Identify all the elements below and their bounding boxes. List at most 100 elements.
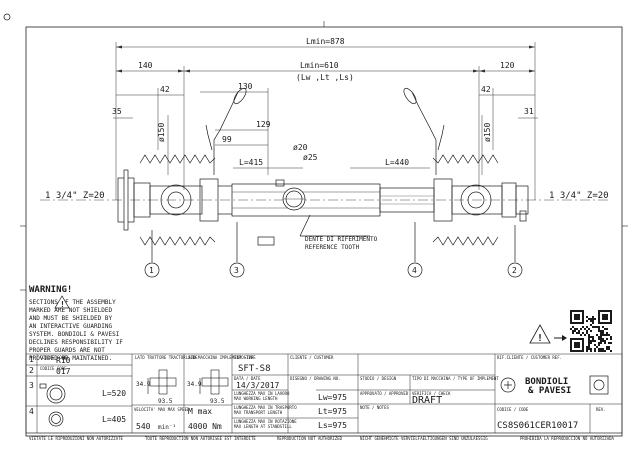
dim-120: 120 [500, 61, 515, 70]
warning-line-2: MARKED ARE NOT SHIELDED [29, 307, 112, 314]
dim-phi20: ø20 [293, 143, 308, 152]
brand-block: RIF.CLIENTE / CUSTOMER REF. BONDIOLI & P… [497, 355, 609, 431]
ls-label-b: MAX LENGTH AT STANDSTILL [234, 424, 292, 429]
callout-bubble-2: 2 [507, 262, 523, 278]
dim-129: 129 [256, 120, 271, 129]
ls-label-a: LUNGHEZZA MAX IN ROTAZIONE [234, 419, 297, 424]
warning-line-7: PROPER GUARDS ARE NOT [29, 347, 105, 354]
approval-block: STUDIO / DESIGN TIPO DI MACCHINA / TYPE … [360, 376, 499, 410]
dim-phi150-left: ø150 [157, 123, 166, 142]
warning-line-1: SECTIONS OF THE ASSEMBLY [29, 299, 116, 306]
dim-l440: L=440 [385, 158, 409, 167]
part-num-3: 3 [29, 381, 34, 390]
speed-unit: min⁻¹ [158, 424, 176, 431]
warning-title: WARNING! [29, 285, 72, 295]
type-date-block: TIPO-TYPE SFT-S8 DATA / DATE 14/3/2017 C… [234, 355, 341, 390]
warning-line-3: AND MUST BE SHIELDED BY [29, 315, 112, 322]
svg-text:4: 4 [412, 266, 417, 275]
lt-label-b: MAX TRANSPORT LENGTH [234, 410, 283, 415]
part-code-2: 017 [56, 367, 71, 376]
warning-block: WARNING! SECTIONS OF THE ASSEMBLY MARKED… [29, 285, 123, 362]
bondioli-pavesi-logo-icon [500, 375, 609, 395]
svg-text:!: ! [60, 300, 65, 309]
spline-left-label: 1 3/4" Z=20 [45, 191, 105, 201]
dim-phi25: ø25 [303, 153, 318, 162]
svg-text:!: ! [537, 333, 543, 344]
arrow-right-icon [554, 335, 567, 341]
footer-en: REPRODUCTION NOT AUTHORIZED [277, 436, 343, 441]
part-label-2: CODICE CODE [40, 366, 67, 371]
inner-tube-profile-icon [48, 411, 64, 427]
dimension-labels: Lmin=878 Lmin=610 (Lw ,Lt ,Ls) 140 120 4… [45, 37, 609, 251]
footer-fr: TOUTE REPRODUCTION NON AUTORISEE EST INT… [145, 436, 256, 441]
cross-journal-tractor: LATO TRATTORE TRACTOR SIDE 34.9 93.5 [135, 355, 198, 405]
date-label: DATA / DATE [234, 376, 261, 381]
dim-35: 35 [112, 107, 122, 116]
callout-bubble-3: 3 [229, 262, 245, 278]
part-num-2: 2 [29, 366, 34, 375]
part-num-4: 4 [29, 407, 34, 416]
code-value: CS8S061CER10017 [497, 421, 578, 431]
cross-journal-implement: LATO MACCHINA IMPLEMENT SIDE 34.9 93.5 [186, 355, 254, 405]
code-label: CODICE / CODE [497, 407, 529, 412]
cross-b-dim-2: 93.5 [210, 398, 225, 405]
length-block: LUNGHEZZA MAX IN LAVORO MAX WORKING LENG… [234, 391, 347, 430]
footer-es: PROHIBIDA LA REPRODUCCION NO AUTORIZADA [520, 436, 615, 441]
reference-tooth-en: REFERENCE TOOTH [305, 244, 360, 251]
dim-lmin-total: Lmin=878 [306, 37, 345, 46]
footer-it: VIETATE LE RIPRODUZIONI NON AUTORIZZATE [29, 436, 124, 441]
dim-lmin-inner-sub: (Lw ,Lt ,Ls) [296, 73, 354, 82]
speed-torque-block: VELOCITA' MAX MAX SPEED 540 min⁻¹ M max … [134, 407, 222, 431]
rev-label: REV. [596, 407, 606, 412]
drawing-label: DISEGNO / DRAWING NO. [290, 376, 341, 381]
svg-text:3: 3 [234, 266, 239, 275]
reference-tooth-it: DENTE DI RIFERIMENTO [305, 236, 378, 243]
dim-130: 130 [238, 82, 253, 91]
qr-code-icon [570, 310, 612, 352]
warning-line-5: SYSTEM. BONDIOLI & PAVESI [29, 331, 120, 338]
draft-value: DRAFT [412, 395, 442, 406]
footer-notices: VIETATE LE RIPRODUZIONI NON AUTORIZZATE … [29, 436, 615, 441]
part-code-1: R10 [56, 356, 71, 365]
caution-triangle-icon: ! [529, 324, 551, 344]
warning-line-6: DECLINES RESPONSIBILITY IF [29, 339, 123, 346]
part-label-1: CODICE CODE [40, 355, 67, 360]
client-ref-label: RIF.CLIENTE / CUSTOMER REF. [497, 355, 562, 360]
cross-a-dim-1: 34.9 [136, 381, 151, 388]
part-num-1: 1 [29, 355, 34, 364]
callout-bubble-4: 4 [407, 262, 423, 278]
dim-phi150-right: ø150 [483, 123, 492, 142]
footer-de: NICHT GENEHMIGTE VERVIELFAELTIGUNGEN SIN… [360, 436, 488, 441]
sheet-frame [25, 26, 623, 437]
approve-label: APPROVATO / APPROVED [360, 391, 409, 396]
cross-a-dim-2: 93.5 [158, 398, 173, 405]
dimension-arrowheads [116, 45, 535, 73]
warning-line-4: AN INTERACTIVE GUARDING [29, 323, 112, 330]
type-value: SFT-S8 [238, 364, 271, 374]
cross-b-dim-1: 34.9 [187, 381, 202, 388]
dim-42-right: 42 [481, 85, 491, 94]
svg-text:1: 1 [149, 266, 154, 275]
study-label: STUDIO / DESIGN [360, 376, 397, 381]
cross-journal-implement-icon [199, 369, 229, 395]
lw-value: Lw=975 [318, 393, 347, 402]
dim-31: 31 [524, 107, 534, 116]
lt-value: Lt=975 [318, 407, 347, 416]
warning-line-8: PROVIDED OR MAINTAINED. [29, 355, 112, 362]
type-label: TIPO-TYPE [234, 355, 256, 360]
speed-label: VELOCITA' MAX MAX SPEED [134, 407, 190, 412]
part-code-3: L=520 [102, 389, 126, 398]
dim-lmin-inner: Lmin=610 [300, 61, 339, 70]
date-value: 14/3/2017 [236, 381, 280, 390]
lt-label-a: LUNGHEZZA MAX IN TRASPORTO [234, 405, 297, 410]
speed-value: 540 [136, 422, 151, 431]
brand-line-2: & PAVESI [528, 386, 571, 396]
frame-tick-marks [20, 21, 628, 291]
cross-a-title: LATO TRATTORE TRACTOR SIDE [135, 355, 198, 360]
notes-label: NOTE / NOTES [360, 405, 389, 410]
cross-journal-tractor-icon [147, 369, 177, 395]
callout-bubbles: 1 3 4 2 [144, 262, 523, 278]
brand-line-1: BONDIOLI [525, 377, 568, 387]
spline-right-label: 1 3/4" Z=20 [549, 191, 609, 201]
